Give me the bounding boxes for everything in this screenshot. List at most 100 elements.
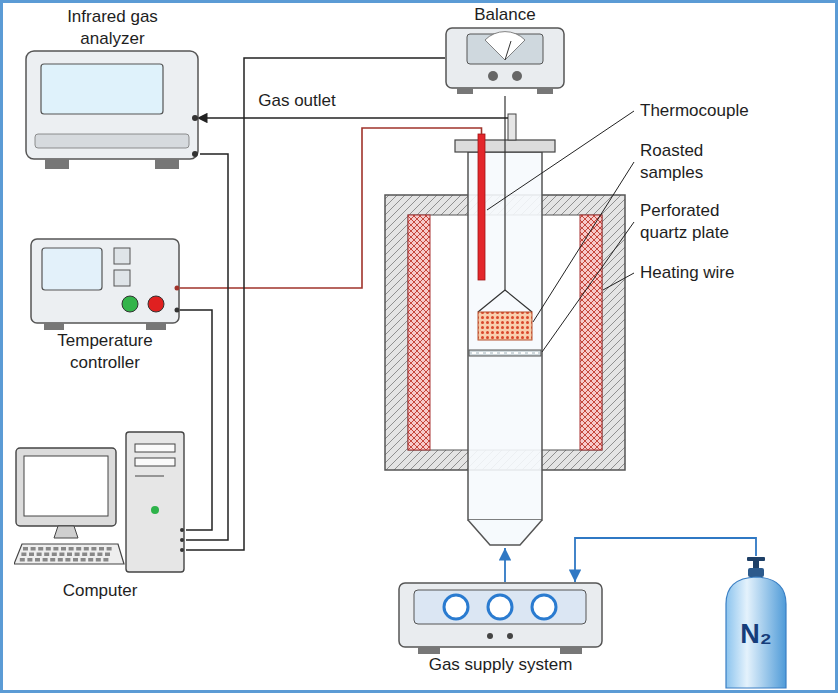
- leader-line: [603, 273, 634, 290]
- leader-line: [487, 111, 634, 210]
- device-name: Balance: [445, 4, 565, 26]
- key: [29, 553, 34, 557]
- temperature-controller-drawing: [30, 238, 180, 330]
- controller-key: [114, 248, 130, 264]
- wires: [180, 118, 508, 582]
- monitor-frame: [16, 448, 116, 526]
- key: [52, 553, 57, 557]
- valve-body: [748, 568, 764, 577]
- temperature-controller: Temperature controller: [30, 238, 180, 374]
- key: [91, 547, 96, 551]
- key: [76, 547, 81, 551]
- keyboard: [14, 544, 124, 564]
- key: [107, 547, 112, 551]
- computer: Computer: [14, 430, 186, 602]
- port-dot: [180, 528, 184, 532]
- gas-inlet-line: [504, 548, 506, 582]
- nitrogen-cylinder: N₂: [716, 556, 796, 690]
- key: [61, 547, 66, 551]
- flow-panel: [414, 590, 586, 624]
- key: [81, 558, 86, 562]
- power-light: [151, 506, 159, 514]
- gas-formula: N₂: [716, 618, 796, 650]
- start-button: [122, 296, 138, 312]
- key: [46, 547, 51, 551]
- port-dot: [192, 115, 198, 121]
- port-dot: [180, 548, 184, 552]
- leader-line: [542, 222, 634, 352]
- tube-taper: [468, 520, 542, 545]
- key: [75, 553, 80, 557]
- valve-handle: [747, 557, 765, 561]
- device-foot: [45, 159, 69, 169]
- key: [82, 553, 87, 557]
- valve-stem: [753, 561, 759, 568]
- heating-wire: [580, 215, 602, 450]
- key: [88, 558, 93, 562]
- basket-hanger: [478, 290, 532, 312]
- gas-supply-housing: [399, 583, 602, 647]
- perforated-plate: [469, 350, 541, 356]
- flow-meter: [444, 595, 468, 619]
- key: [38, 547, 43, 551]
- key: [73, 558, 78, 562]
- controller-screen: [42, 248, 102, 290]
- leader-lines: [487, 111, 634, 352]
- key: [97, 553, 102, 557]
- balance-device-drawing: [445, 26, 565, 96]
- balance-knob: [488, 71, 498, 81]
- leader-line: [533, 162, 634, 322]
- thermocouple-wire: [180, 128, 482, 288]
- port-dot: [180, 538, 184, 542]
- reactor-tube: [455, 96, 555, 545]
- port-dot: [175, 286, 180, 291]
- device-foot: [44, 323, 64, 330]
- gas-analyzer-drawing: [25, 50, 200, 178]
- controller-key: [114, 270, 130, 286]
- monitor-screen: [24, 456, 108, 516]
- key: [67, 553, 72, 557]
- key: [90, 553, 95, 557]
- gas-outlet-pipe: [508, 114, 516, 140]
- device-name: Temperature controller: [35, 330, 175, 374]
- key: [37, 553, 42, 557]
- gas-knob: [487, 633, 493, 639]
- device-foot: [418, 647, 440, 654]
- key: [84, 547, 89, 551]
- device-name: Infrared gas analyzer: [38, 6, 188, 50]
- flow-meter: [488, 595, 512, 619]
- key: [35, 558, 40, 562]
- gas-supply-system-drawing: [398, 582, 603, 654]
- balance-dial: [485, 32, 525, 60]
- part-label: Roasted samples: [640, 140, 720, 184]
- key: [31, 547, 36, 551]
- tower-line: [135, 476, 164, 477]
- key: [23, 547, 28, 551]
- key: [69, 547, 74, 551]
- balance-housing: [446, 28, 564, 88]
- signal-cable: [186, 58, 445, 550]
- key: [58, 558, 63, 562]
- key: [59, 553, 64, 557]
- keyboard-keys: [20, 547, 112, 562]
- heating-wire: [408, 215, 430, 450]
- key: [50, 558, 55, 562]
- controller-housing: [31, 239, 179, 323]
- key: [105, 553, 110, 557]
- balance-knob: [512, 71, 522, 81]
- stop-button: [148, 296, 164, 312]
- key: [96, 558, 101, 562]
- gas-analyzer: Infrared gas analyzer: [25, 6, 200, 178]
- part-label: Thermocouple: [640, 100, 760, 122]
- suspension-wire: [504, 96, 505, 290]
- analyzer-screen: [41, 64, 163, 114]
- drive-slot: [135, 444, 175, 452]
- part-label: Perforated quartz plate: [640, 200, 752, 244]
- port-dot: [192, 151, 198, 157]
- flow-meter: [532, 595, 556, 619]
- device-name: Computer: [40, 580, 160, 602]
- drive-slot: [135, 458, 175, 466]
- monitor-stand: [54, 526, 78, 538]
